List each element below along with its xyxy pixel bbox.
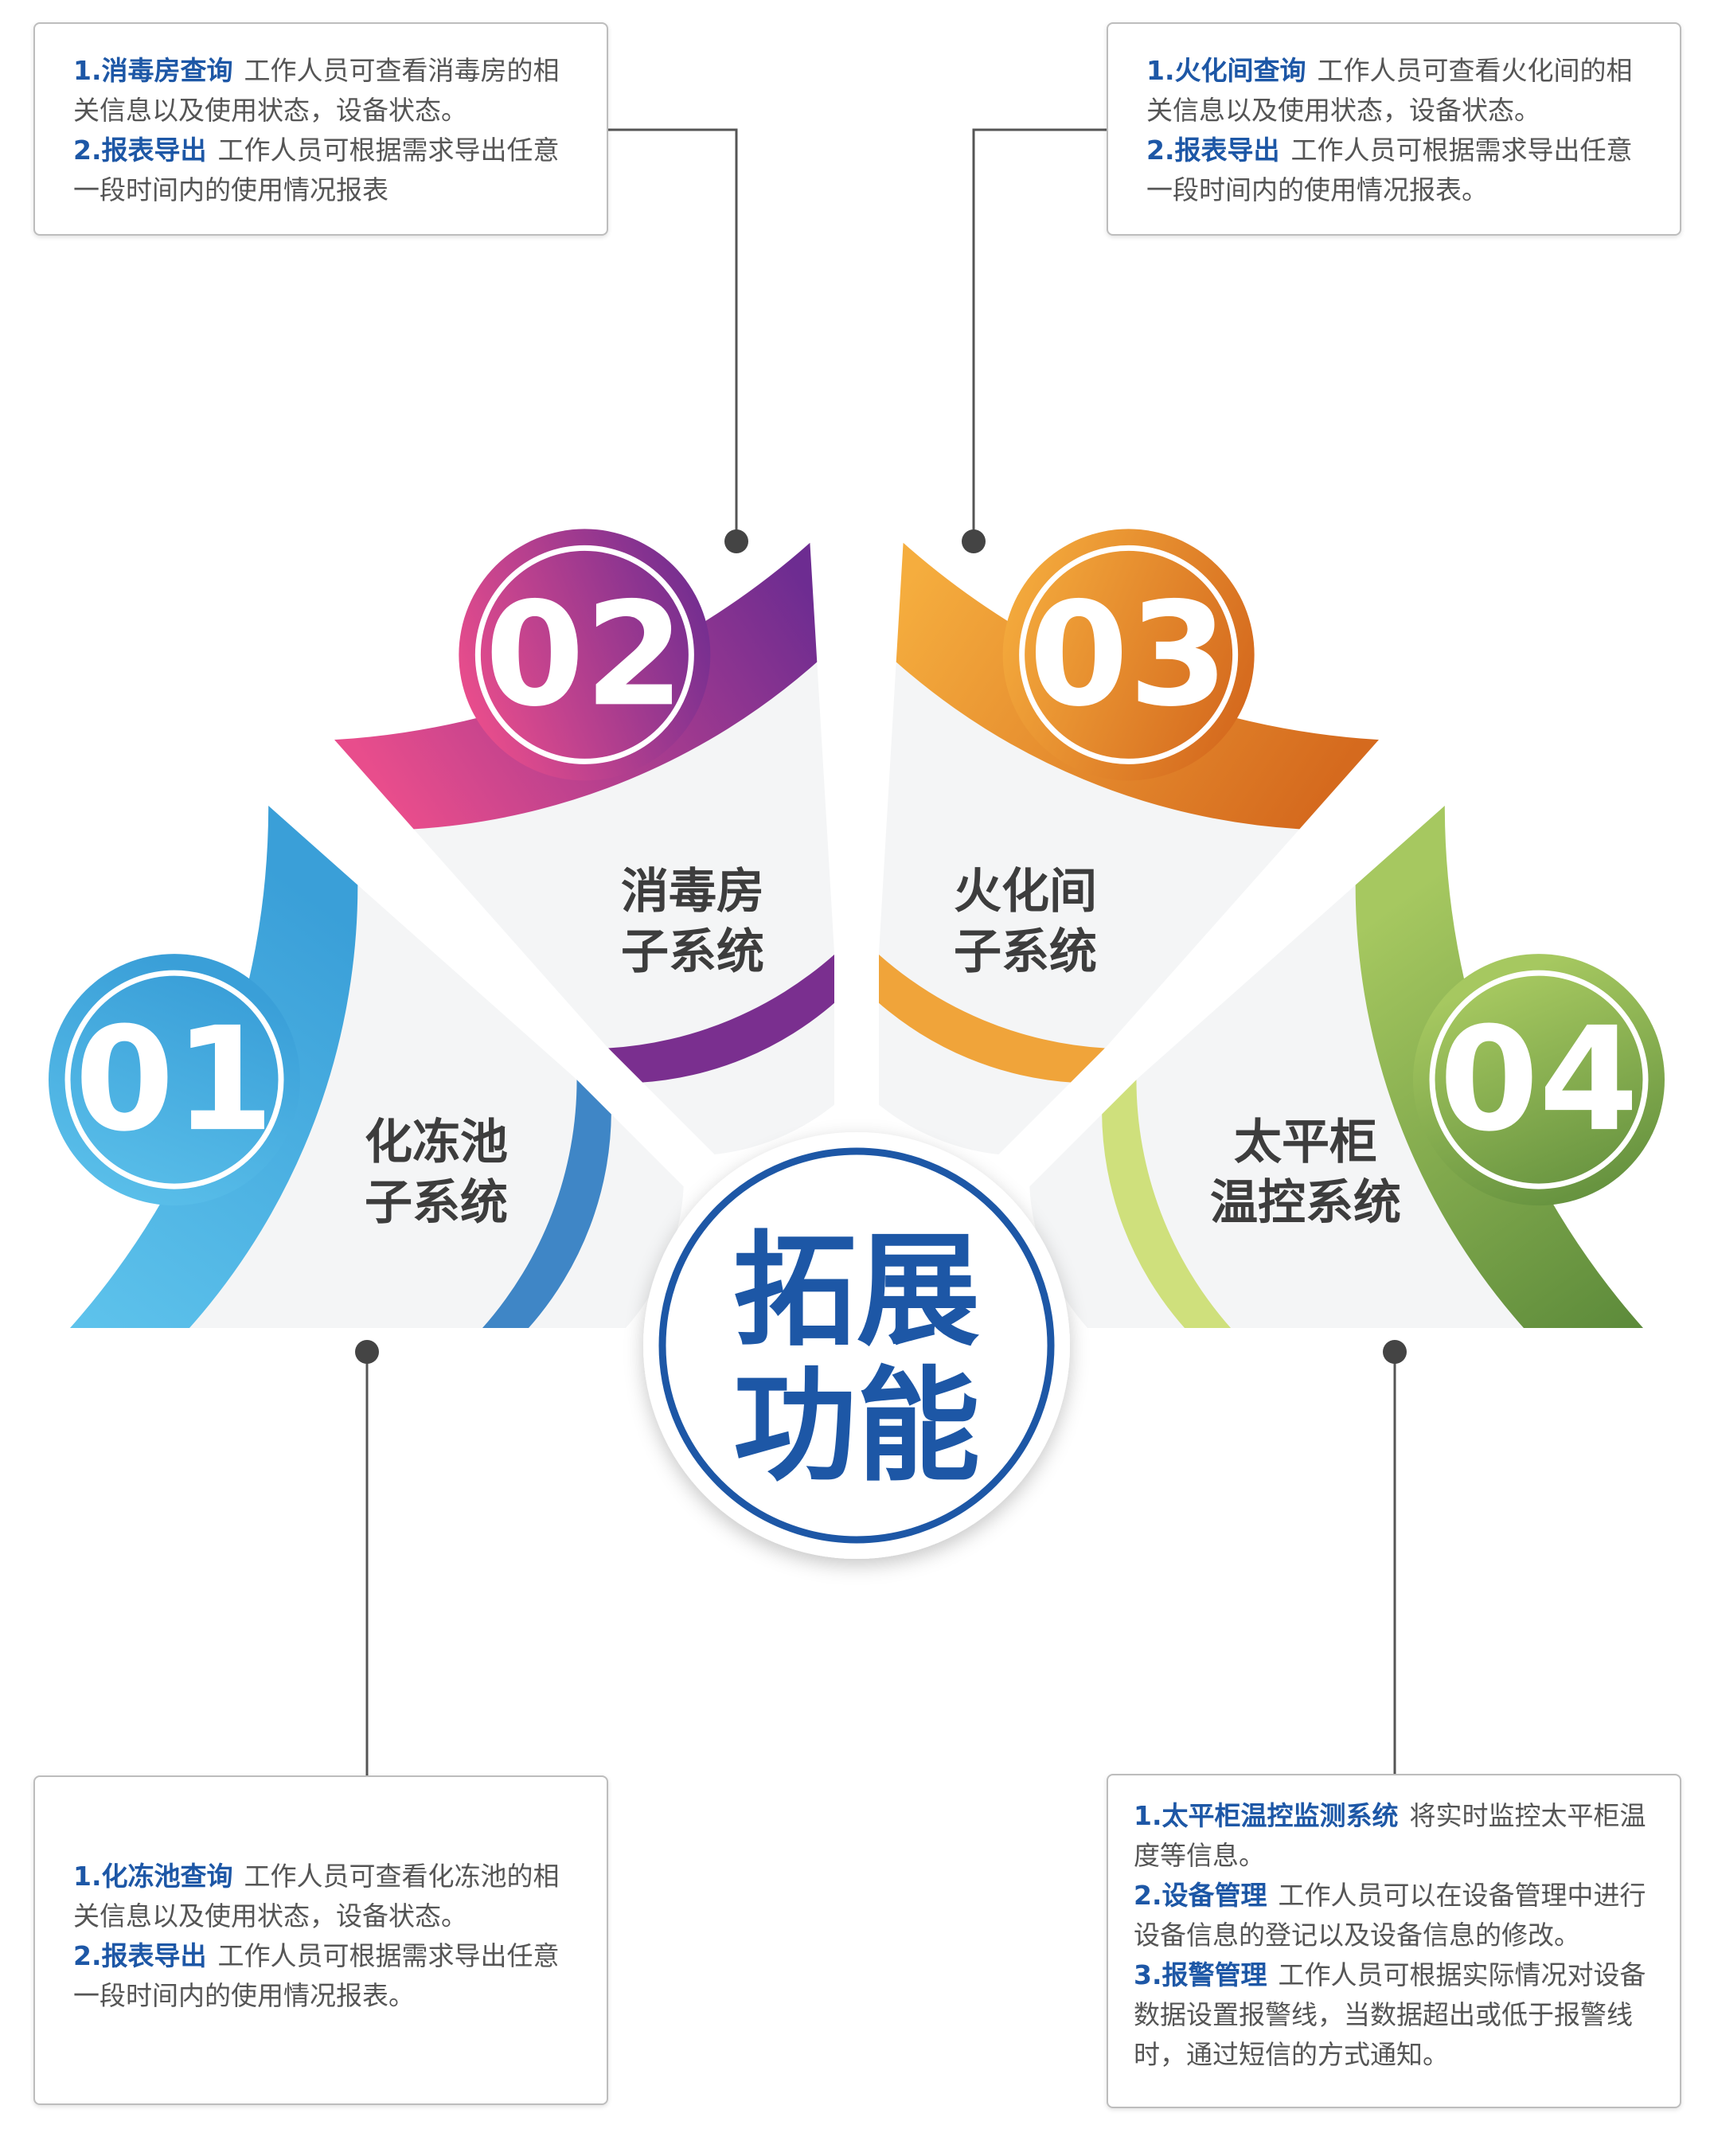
- separator-3: [981, 744, 1440, 1204]
- badge-04: 04: [1412, 954, 1665, 1206]
- connector-dot-04: [1383, 1340, 1407, 1364]
- inner-arcs: [482, 954, 1231, 1328]
- connector-lines: [365, 128, 1396, 1775]
- connector-dot-02: [724, 529, 748, 553]
- band-01: [70, 806, 358, 1328]
- separator-1: [273, 744, 732, 1204]
- info-item: 2.设备管理工作人员可以在设备管理中进行设备信息的登记以及设备信息的修改。: [1134, 1880, 1646, 1951]
- band-02: [334, 542, 818, 830]
- band-03: [896, 542, 1379, 830]
- connector-02: [608, 128, 738, 541]
- segment-label-01-line1: 化冻池: [365, 1115, 508, 1170]
- segment-label-02-line1: 消毒房: [621, 864, 764, 920]
- badge-number-04: 04: [1439, 997, 1639, 1163]
- segment-label-02-line2: 子系统: [621, 924, 764, 980]
- info-item: 2.报表导出工作人员可根据需求导出任意一段时间内的使用情况报表: [73, 135, 560, 205]
- badge-02: 02: [459, 529, 711, 781]
- connector-03: [972, 128, 1107, 541]
- separators: [273, 525, 1440, 1204]
- band-04: [1355, 806, 1643, 1328]
- badge-number-02: 02: [485, 572, 685, 738]
- info-box-cremation: 1.火化间查询工作人员可查看火化间的相关信息以及使用状态，设备状态。 2.报表导…: [1107, 22, 1681, 236]
- center-circle: 拓展 功能: [643, 1132, 1070, 1559]
- info-box-thawing: 1.化冻池查询工作人员可查看化冻池的相关信息以及使用状态，设备状态。 2.报表导…: [33, 1775, 608, 2105]
- badge-number-01: 01: [75, 997, 275, 1163]
- center-title-line1: 拓展: [733, 1219, 980, 1363]
- segment-label-03-line2: 子系统: [954, 924, 1097, 980]
- info-item: 1.太平柜温控监测系统将实时监控太平柜温度等信息。: [1134, 1800, 1646, 1871]
- inner-arc-03: [876, 954, 1106, 1083]
- inner-arc-02: [607, 954, 837, 1083]
- connector-dot-03: [962, 529, 986, 553]
- outer-bands: [70, 542, 1643, 1328]
- connector-dots: [355, 529, 1407, 1364]
- segment-label-03-line1: 火化间: [954, 864, 1097, 920]
- badge-number-03: 03: [1029, 572, 1228, 738]
- segment-label-04-line1: 太平柜: [1234, 1115, 1377, 1170]
- number-badges: 01 02 03 04: [49, 529, 1665, 1206]
- connector-dot-01: [355, 1340, 379, 1364]
- info-item: 1.化冻池查询工作人员可查看化冻池的相关信息以及使用状态，设备状态。: [73, 1861, 560, 1931]
- inner-arc-01: [482, 1079, 611, 1328]
- info-item: 3.报警管理工作人员可根据实际情况对设备数据设置报警线，当数据超出或低于报警线时…: [1134, 1959, 1646, 2070]
- info-box-cabinet: 1.太平柜温控监测系统将实时监控太平柜温度等信息。 2.设备管理工作人员可以在设…: [1107, 1774, 1681, 2108]
- center-title-line2: 功能: [733, 1354, 980, 1498]
- segment-label-01-line2: 子系统: [365, 1175, 508, 1231]
- segment-label-04-line2: 温控系统: [1210, 1175, 1401, 1231]
- info-item: 1.消毒房查询工作人员可查看消毒房的相关信息以及使用状态，设备状态。: [73, 55, 560, 126]
- inner-arc-04: [1102, 1079, 1231, 1328]
- badge-03: 03: [1002, 529, 1255, 781]
- info-item: 2.报表导出工作人员可根据需求导出任意一段时间内的使用情况报表。: [1146, 135, 1633, 205]
- info-item: 1.火化间查询工作人员可查看火化间的相关信息以及使用状态，设备状态。: [1146, 55, 1633, 126]
- info-item: 2.报表导出工作人员可根据需求导出任意一段时间内的使用情况报表。: [73, 1940, 560, 2011]
- badge-01: 01: [49, 954, 301, 1206]
- info-box-disinfection: 1.消毒房查询工作人员可查看消毒房的相关信息以及使用状态，设备状态。 2.报表导…: [33, 22, 608, 236]
